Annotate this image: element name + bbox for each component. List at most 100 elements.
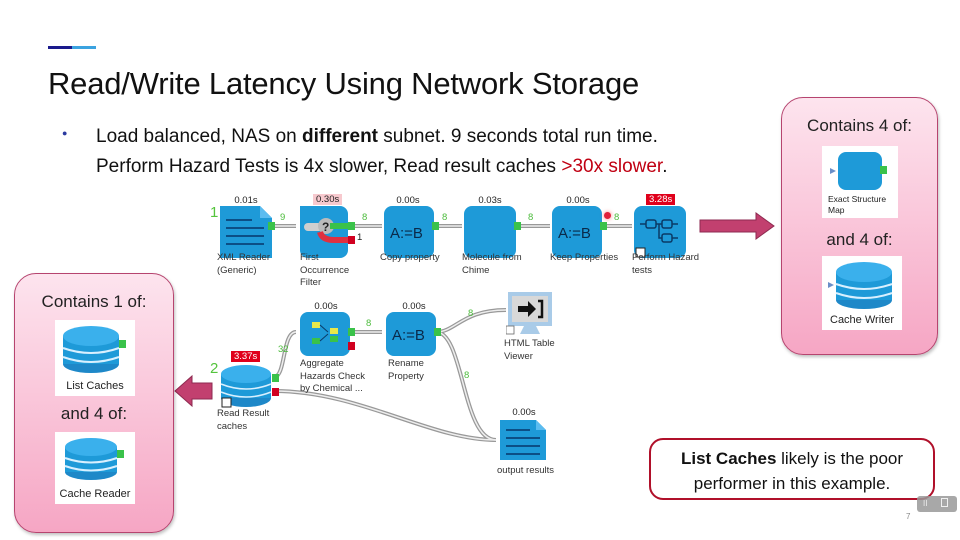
left-arrow-icon [174,375,213,407]
svg-text:A:=B: A:=B [390,225,423,242]
svg-text:A:=B: A:=B [558,225,591,242]
timing-molecule-chime: 0.03s [478,195,502,206]
timing-aggregate: 0.00s [314,301,338,312]
timing-output-results: 0.00s [512,407,536,418]
breakpoint-icon[interactable] [604,212,611,219]
callout-line2: performer in this example. [693,474,891,493]
callout-box: List Caches likely is the poor performer… [649,438,935,500]
bullet-line1-bold: different [302,126,378,147]
fail-count-first-occurrence: 1 [357,232,363,243]
subprotocol-icon [634,206,686,258]
workflow-canvas: 1 2 0.01s 9 XML Reader(Generic) 0.30s ? … [200,180,780,490]
document-icon [500,420,546,460]
slide-title: Read/Write Latency Using Network Storage [48,66,640,101]
assign-icon: A:=B [552,206,607,258]
timing-keep-properties: 0.00s [566,195,590,206]
tile-cache-writer: Cache Writer [822,256,902,330]
count-rename-to-viewer: 8 [468,308,474,319]
bullet-line2-pre: Perform Hazard Tests is 4x slower, Read … [96,156,562,177]
label-keep-properties: Keep Properties [550,252,619,263]
right-box-header: Contains 4 of: [807,116,912,135]
node-aggregate-hazards[interactable] [300,312,355,364]
node-xml-reader[interactable] [220,206,275,258]
tile-list-caches: List Caches [55,320,135,396]
callout-line1: likely is the poor [776,449,904,468]
tile-cache-reader: Cache Reader [55,432,135,504]
node-perform-hazard-tests[interactable] [634,206,686,258]
accent-bar [48,46,96,49]
cache-icon [62,326,126,373]
count-xml-reader: 9 [280,212,286,223]
pipe-cache-output [273,389,497,442]
bullet-line1-pre: Load balanced, NAS on [96,126,302,147]
timing-xml-reader: 0.01s [234,195,258,206]
page-number: 7 [906,512,911,521]
cache-icon [828,262,893,309]
presentation-controls: II [917,496,957,512]
node-output-results[interactable] [500,420,552,472]
node-keep-properties[interactable]: A:=B [552,206,607,258]
node-first-occurrence-filter[interactable]: ? [300,206,355,258]
pause-button[interactable]: II [923,499,928,508]
svg-text:?: ? [322,220,329,234]
count-aggregate: 8 [366,318,372,329]
count-first-occurrence: 8 [362,212,368,223]
bullet-dot: ● [62,128,68,138]
node-read-result-caches[interactable] [220,364,279,416]
component-icon [830,152,887,190]
tile-label-list-caches: List Caches [66,380,124,392]
bullet-line1-post: subnet. 9 seconds total run time. [378,126,658,147]
timing-first-occurrence: 0.30s [313,194,343,205]
assign-icon: A:=B [386,312,441,356]
assign-icon: A:=B [384,206,439,258]
count-copy-property: 8 [442,212,448,223]
timing-perform-hazard: 3.28s [646,194,676,205]
tile-label-cache-reader: Cache Reader [59,488,131,500]
timing-read-result-caches: 3.37s [231,351,261,362]
step-number-1: 1 [210,204,219,221]
callout-bold: List Caches [680,449,777,468]
right-arrow-icon [699,212,775,240]
cache-icon [220,365,279,408]
count-read-result-caches: 32 [278,344,289,355]
step-number-2: 2 [210,360,219,377]
tile-label-cache-writer: Cache Writer [830,314,894,326]
node-rename-property[interactable]: A:=B [386,312,441,364]
aggregate-icon [300,312,355,356]
bullet-text: Load balanced, NAS on different subnet. … [96,122,796,182]
viewer-icon [505,292,552,335]
left-box-subheader: and 4 of: [60,404,128,423]
label-xml-reader: XML Reader(Generic) [217,252,270,276]
node-molecule-from-chime[interactable] [464,206,521,258]
document-icon [220,206,275,258]
left-summary-box: Contains 1 of: List Caches and 4 of: Cac… [14,273,174,533]
label-output-results: output results [497,465,555,476]
delete-icon[interactable] [941,498,948,507]
count-rename-to-output: 8 [464,370,470,381]
cache-icon [64,438,124,480]
timing-copy-property: 0.00s [396,195,420,206]
bullet-line2-highlight: >30x slower [561,156,663,177]
component-icon [464,206,521,258]
node-copy-property[interactable]: A:=B [384,206,439,258]
label-copy-property: Copy property [380,252,440,263]
svg-text:A:=B: A:=B [392,327,425,344]
filter-icon: ? [300,206,355,258]
bullet-line2-post: . [662,156,668,177]
count-keep-properties: 8 [614,212,620,223]
timing-rename-property: 0.00s [402,301,426,312]
left-box-header: Contains 1 of: [41,292,147,311]
node-html-table-viewer[interactable] [505,292,558,344]
right-box-subheader: and 4 of: [826,230,893,249]
count-molecule-chime: 8 [528,212,534,223]
